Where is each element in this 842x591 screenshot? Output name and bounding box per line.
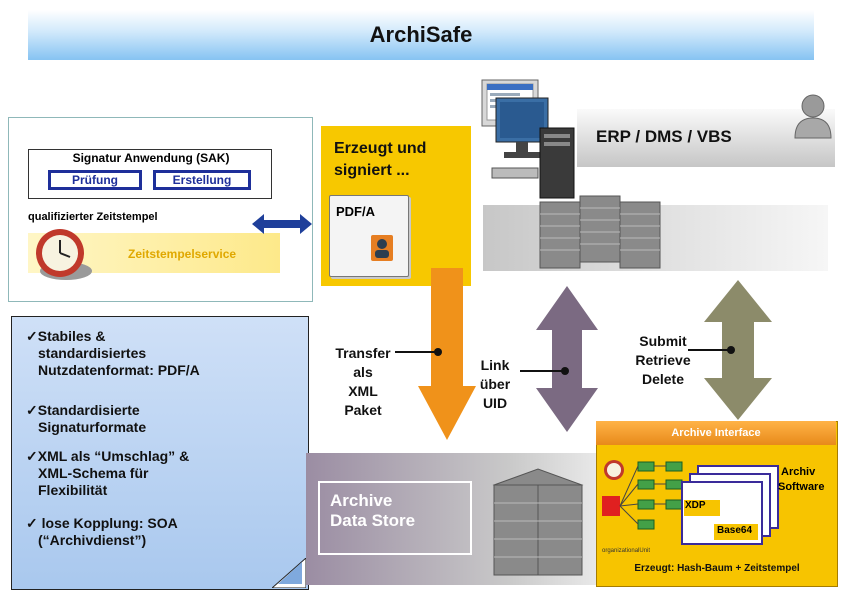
workstation-icon (481, 79, 575, 199)
features-box (11, 316, 309, 590)
bullet-1: ✓Stabiles & standardisiertes Nutzdatenfo… (26, 328, 200, 379)
org-unit-label: organizationalUnit (602, 548, 651, 554)
store-label-2: Data Store (330, 511, 416, 530)
submit-pointer (688, 346, 735, 354)
link-pointer (520, 367, 569, 375)
erstellung-button: Erstellung (153, 170, 251, 190)
erp-label: ERP / DMS / VBS (596, 127, 732, 146)
archive-diagram-icon (602, 460, 779, 545)
link-label-3: UID (482, 395, 508, 411)
archiv-software-label-2: Software (778, 481, 825, 493)
bullet-3-line-1: XML als “Umschlag” & (37, 448, 190, 464)
link-arrow-icon (536, 286, 598, 432)
erzeugt-line-2: signiert ... (334, 162, 410, 179)
bullet-1-line-1: Stabiles & (37, 328, 106, 344)
transfer-label-1: Transfer (335, 345, 391, 361)
base64-label: Base64 (717, 525, 753, 536)
server-rack-icon (539, 195, 661, 269)
transfer-arrow-icon (418, 268, 476, 440)
check-icon: ✓ (26, 402, 38, 418)
double-arrow-icon (252, 214, 312, 234)
bullet-4: ✓ lose Kopplung: SOA (“Archivdienst”) (26, 515, 178, 549)
check-icon: ✓ (26, 515, 38, 531)
archive-interface-header: Archive Interface (596, 421, 836, 445)
pdf-document (329, 195, 409, 277)
check-icon: ✓ (26, 448, 38, 464)
page-title: ArchiSafe (369, 22, 473, 47)
bullet-3: ✓XML als “Umschlag” & XML-Schema für Fle… (26, 448, 189, 499)
retrieve-label: Retrieve (635, 352, 691, 368)
bullet-2-line-1: Standardisierte (37, 402, 140, 418)
page-curl-icon (272, 558, 306, 588)
signature-heading: Signatur Anwendung (SAK) (72, 151, 230, 165)
erp-bar (577, 109, 835, 167)
bullet-1-line-2: standardisiertes (38, 345, 147, 361)
archive-interface-footer: Erzeugt: Hash-Baum + Zeitstempel (634, 563, 800, 574)
signature-stamp-icon (371, 235, 393, 261)
transfer-label-4: Paket (344, 402, 382, 418)
transfer-label-3: XML (348, 383, 378, 399)
bullet-3-line-2: XML-Schema für (38, 465, 149, 481)
transfer-label-2: als (353, 364, 373, 380)
qualified-timestamp-label: qualifizierter Zeitstempel (28, 211, 158, 223)
timestamp-service-label: Zeitstempelservice (128, 247, 237, 261)
store-label-1: Archive (330, 491, 393, 510)
pdf-label: PDF/A (336, 204, 375, 219)
xdp-label: XDP (685, 500, 706, 511)
title-bar: ArchiSafe (28, 10, 814, 60)
submit-arrow-icon (704, 280, 772, 420)
user-icon (794, 94, 832, 139)
storage-cluster-icon (492, 468, 584, 576)
bullet-4-line-2: (“Archivdienst”) (38, 532, 147, 548)
bullet-1-line-3: Nutzdatenformat: PDF/A (38, 362, 200, 378)
bullet-4-line-1: lose Kopplung: SOA (41, 515, 178, 531)
bullet-2: ✓Standardisierte Signaturformate (26, 402, 146, 436)
bullet-2-line-2: Signaturformate (38, 419, 147, 435)
pruefung-button: Prüfung (48, 170, 142, 190)
archive-data-store-box: Archive Data Store (318, 481, 472, 555)
archiv-software-label-1: Archiv (781, 466, 816, 478)
link-label-2: über (479, 376, 511, 392)
submit-label: Submit (639, 333, 687, 349)
transfer-pointer (395, 348, 442, 356)
delete-label: Delete (641, 371, 685, 387)
erzeugt-line-1: Erzeugt und (334, 140, 427, 157)
check-icon: ✓ (26, 328, 38, 344)
link-label-1: Link (480, 357, 510, 373)
clock-icon (36, 229, 92, 280)
bullet-3-line-3: Flexibilität (38, 482, 108, 498)
